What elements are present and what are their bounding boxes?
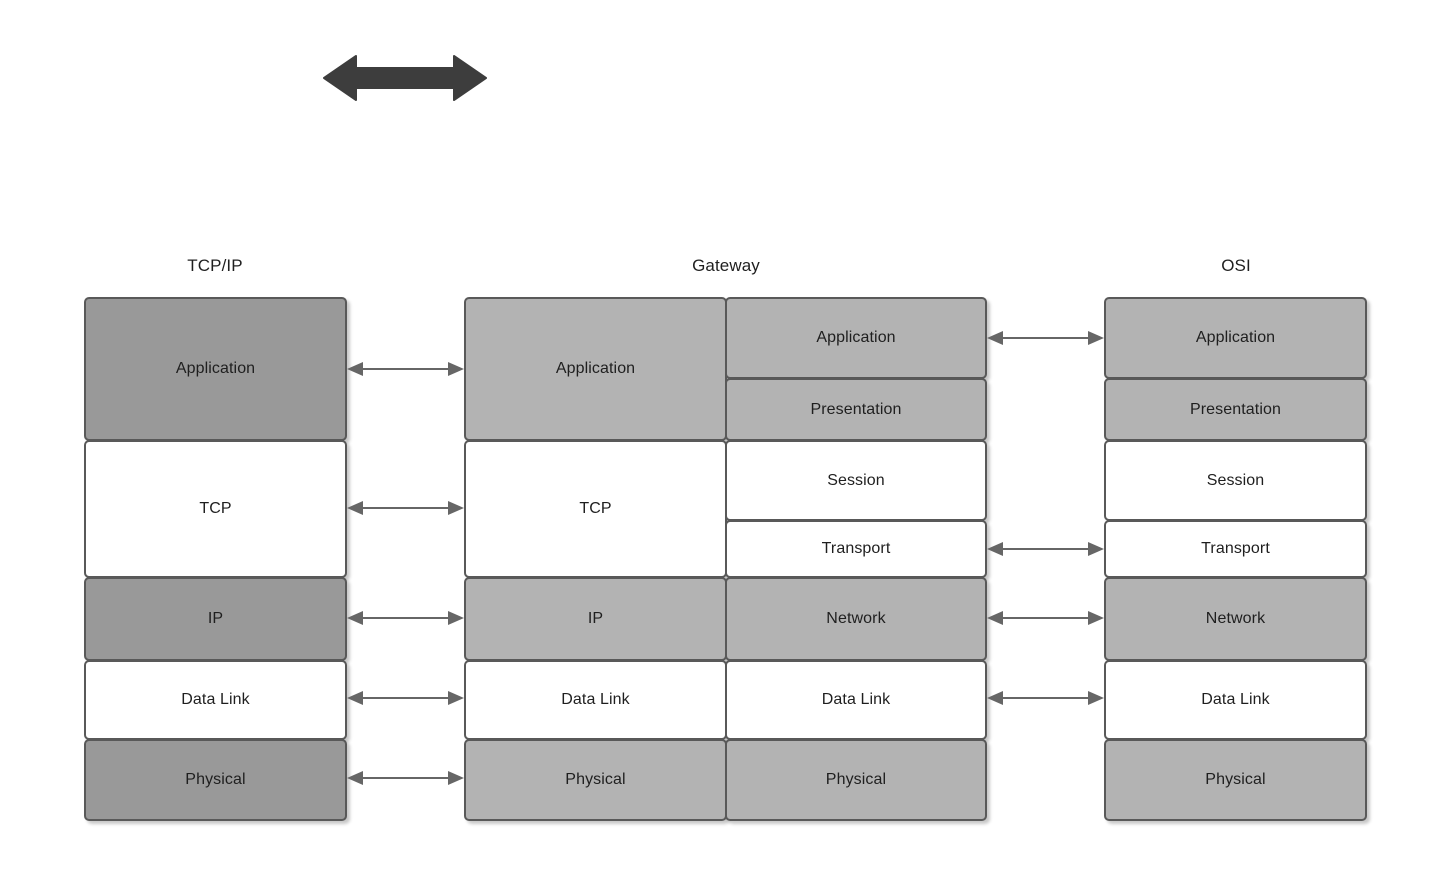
connector-gateway-osi-data-link bbox=[987, 687, 1104, 709]
gateway-right-layer-network[interactable]: Network bbox=[725, 577, 987, 661]
connector-tcpip-gateway-ip bbox=[347, 607, 464, 629]
osi-layer-physical[interactable]: Physical bbox=[1104, 739, 1367, 821]
connector-tcpip-gateway-tcp bbox=[347, 497, 464, 519]
gateway-left-layer-application[interactable]: Application bbox=[464, 297, 727, 441]
osi-layer-network[interactable]: Network bbox=[1104, 577, 1367, 661]
gateway-right-layer-transport[interactable]: Transport bbox=[725, 520, 987, 578]
column-title-osi: OSI bbox=[1221, 256, 1251, 275]
connector-tcpip-gateway-data-link bbox=[347, 687, 464, 709]
gateway-left-layer-data-link[interactable]: Data Link bbox=[464, 660, 727, 740]
gateway-right-layer-physical[interactable]: Physical bbox=[725, 739, 987, 821]
osi-layer-session[interactable]: Session bbox=[1104, 440, 1367, 521]
tcpip-layer-ip[interactable]: IP bbox=[84, 577, 347, 661]
gateway-right-layer-application[interactable]: Application bbox=[725, 297, 987, 379]
tcpip-layer-physical[interactable]: Physical bbox=[84, 739, 347, 821]
gateway-right-layer-session[interactable]: Session bbox=[725, 440, 987, 521]
column-title-gateway: Gateway bbox=[692, 256, 760, 275]
tcpip-layer-application[interactable]: Application bbox=[84, 297, 347, 441]
gateway-right-layer-data-link[interactable]: Data Link bbox=[725, 660, 987, 740]
gateway-left-layer-tcp[interactable]: TCP bbox=[464, 440, 727, 578]
connector-tcpip-gateway-application bbox=[347, 358, 464, 380]
tcpip-layer-data-link[interactable]: Data Link bbox=[84, 660, 347, 740]
osi-layer-presentation[interactable]: Presentation bbox=[1104, 378, 1367, 441]
tcpip-layer-tcp[interactable]: TCP bbox=[84, 440, 347, 578]
osi-layer-application[interactable]: Application bbox=[1104, 297, 1367, 379]
bidirectional-arrow-icon bbox=[322, 50, 492, 106]
gateway-left-layer-ip[interactable]: IP bbox=[464, 577, 727, 661]
column-title-tcpip: TCP/IP bbox=[187, 256, 243, 275]
connector-tcpip-gateway-physical bbox=[347, 767, 464, 789]
connector-gateway-osi-network bbox=[987, 607, 1104, 629]
connector-gateway-osi-application bbox=[987, 327, 1104, 349]
connector-gateway-osi-transport bbox=[987, 538, 1104, 560]
gateway-right-layer-presentation[interactable]: Presentation bbox=[725, 378, 987, 441]
gateway-left-layer-physical[interactable]: Physical bbox=[464, 739, 727, 821]
osi-layer-transport[interactable]: Transport bbox=[1104, 520, 1367, 578]
osi-layer-data-link[interactable]: Data Link bbox=[1104, 660, 1367, 740]
